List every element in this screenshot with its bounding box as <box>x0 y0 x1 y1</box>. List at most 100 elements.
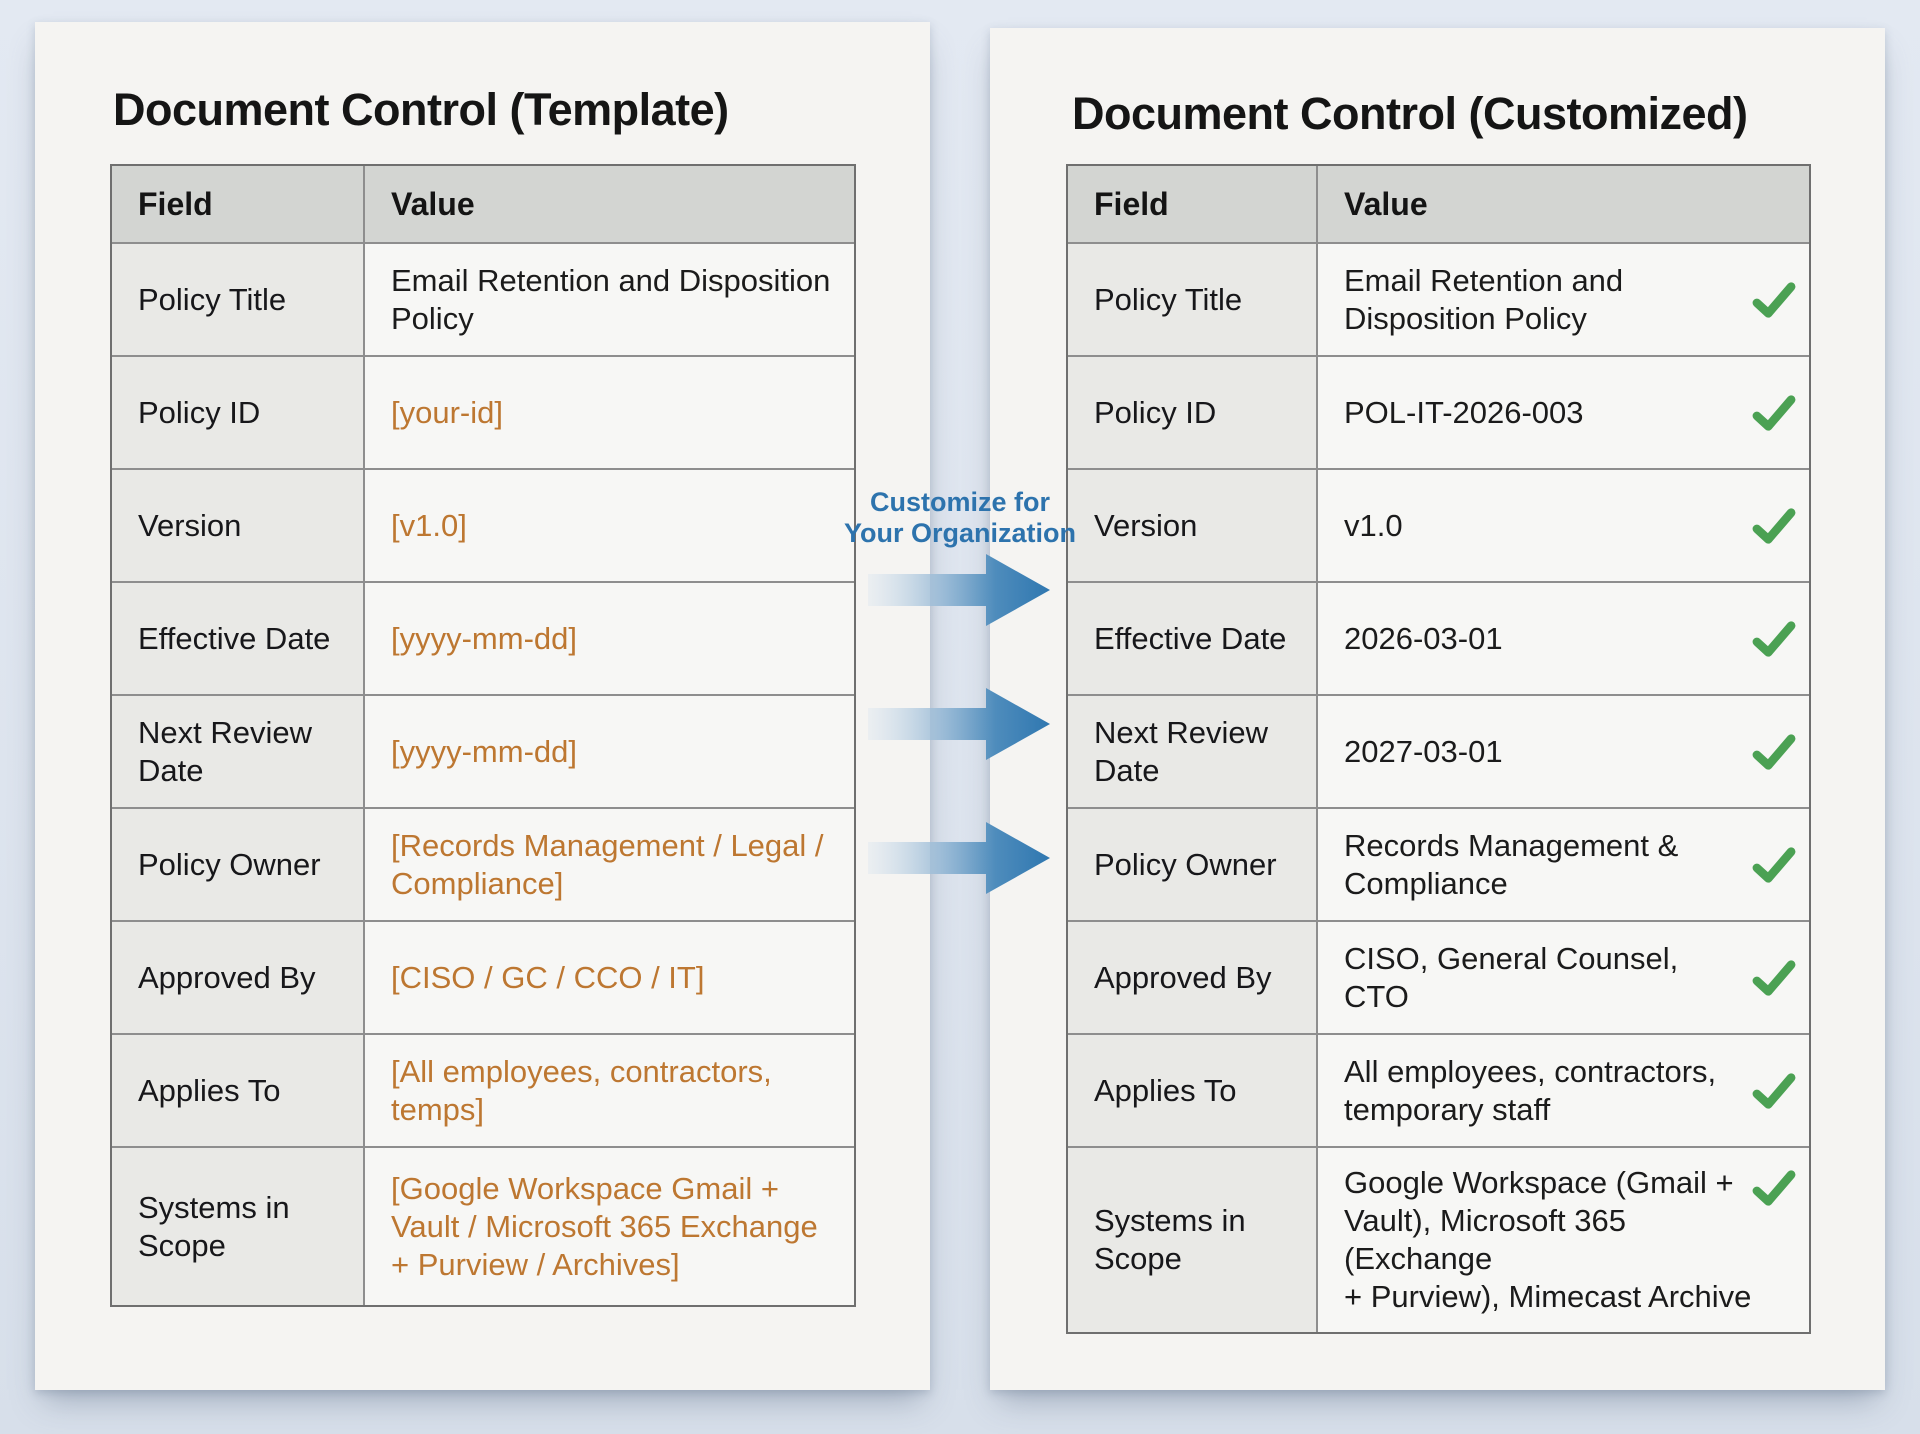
field-cell: Approved By <box>1068 922 1318 1033</box>
check-icon <box>1751 1168 1797 1208</box>
value-text: Records Management & Compliance <box>1344 827 1679 901</box>
table-row: Policy Owner [Records Management / Legal… <box>112 807 854 920</box>
field-label: Policy Owner <box>138 846 321 882</box>
value-text: Email Retention and Disposition Policy <box>1344 262 1624 336</box>
table-row: Effective Date [yyyy-mm-dd] <box>112 581 854 694</box>
table-row: Next Review Date 2027-03-01 <box>1068 694 1809 807</box>
field-label: Approved By <box>138 959 316 995</box>
field-cell: Policy Title <box>112 244 365 355</box>
placeholder-value-text: [CISO / GC / CCO / IT] <box>391 959 705 995</box>
document-control-table-template: Field Value Policy Title Email Retention… <box>110 164 856 1307</box>
field-label: Policy ID <box>1094 394 1217 430</box>
field-label: Policy Title <box>1094 281 1243 317</box>
value-cell: [yyyy-mm-dd] <box>365 696 854 807</box>
placeholder-value-text: [your-id] <box>391 394 503 430</box>
page-title: Document Control (Customized) <box>1072 88 1748 139</box>
table-row: Policy Title Email Retention and Disposi… <box>1068 242 1809 355</box>
field-label: Policy Owner <box>1094 846 1277 882</box>
field-cell: Policy ID <box>1068 357 1318 468</box>
field-cell: Policy Owner <box>1068 809 1318 920</box>
table-row: Effective Date 2026-03-01 <box>1068 581 1809 694</box>
page-title: Document Control (Template) <box>113 84 729 135</box>
field-cell: Policy Owner <box>112 809 365 920</box>
field-label: Next Review Date <box>138 714 312 788</box>
field-cell: Approved By <box>112 922 365 1033</box>
check-icon <box>1739 393 1797 433</box>
field-cell: Next Review Date <box>112 696 365 807</box>
table-row: Next Review Date [yyyy-mm-dd] <box>112 694 854 807</box>
arrow-right-icon <box>868 819 1052 897</box>
value-cell: CISO, General Counsel, CTO <box>1318 922 1809 1033</box>
value-cell: [your-id] <box>365 357 854 468</box>
check-icon <box>1739 280 1797 320</box>
field-cell: Policy ID <box>112 357 365 468</box>
table-header-row: Field Value <box>112 166 854 242</box>
field-cell: Effective Date <box>1068 583 1318 694</box>
value-text: Google Workspace (Gmail + Vault), Micros… <box>1344 1165 1752 1314</box>
value-cell: [Google Workspace Gmail + Vault / Micros… <box>365 1148 854 1305</box>
table-row: Systems in Scope [Google Workspace Gmail… <box>112 1146 854 1305</box>
field-cell: Systems in Scope <box>1068 1148 1318 1332</box>
column-header-value: Value <box>365 166 854 242</box>
field-cell: Effective Date <box>112 583 365 694</box>
connector-label-line1: Customize for <box>869 487 1050 517</box>
column-header-field: Field <box>1068 166 1318 242</box>
table-row: Policy ID [your-id] <box>112 355 854 468</box>
value-cell: [yyyy-mm-dd] <box>365 583 854 694</box>
check-icon <box>1739 845 1797 885</box>
table-row: Systems in Scope Google Workspace (Gmail… <box>1068 1146 1809 1332</box>
customized-page: Document Control (Customized) Field Valu… <box>990 28 1885 1390</box>
table-header-row: Field Value <box>1068 166 1809 242</box>
field-label: Next Review Date <box>1094 714 1268 788</box>
field-cell: Applies To <box>1068 1035 1318 1146</box>
table-row: Applies To [All employees, contractors, … <box>112 1033 854 1146</box>
value-cell: All employees, contractors, temporary st… <box>1318 1035 1809 1146</box>
table-row: Applies To All employees, contractors, t… <box>1068 1033 1809 1146</box>
value-cell: [All employees, contractors, temps] <box>365 1035 854 1146</box>
field-label: Policy ID <box>138 394 261 430</box>
value-cell: POL-IT-2026-003 <box>1318 357 1809 468</box>
field-cell: Policy Title <box>1068 244 1318 355</box>
field-label: Version <box>1094 507 1198 543</box>
value-cell: [CISO / GC / CCO / IT] <box>365 922 854 1033</box>
placeholder-value-text: [Records Management / Legal / Compliance… <box>391 827 824 901</box>
value-cell: 2026-03-01 <box>1318 583 1809 694</box>
placeholder-value-text: [Google Workspace Gmail + Vault / Micros… <box>391 1170 818 1282</box>
value-cell: Email Retention and Disposition Policy <box>365 244 854 355</box>
table-row: Version v1.0 <box>1068 468 1809 581</box>
value-cell: v1.0 <box>1318 470 1809 581</box>
document-control-table-customized: Field Value Policy Title Email Retention… <box>1066 164 1811 1334</box>
table-row: Policy Owner Records Management & Compli… <box>1068 807 1809 920</box>
field-cell: Next Review Date <box>1068 696 1318 807</box>
arrow-right-icon <box>868 685 1052 763</box>
field-cell: Version <box>1068 470 1318 581</box>
table-row: Policy ID POL-IT-2026-003 <box>1068 355 1809 468</box>
field-label: Effective Date <box>138 620 331 656</box>
field-cell: Applies To <box>112 1035 365 1146</box>
value-text: 2027-03-01 <box>1344 733 1503 769</box>
table-row: Approved By CISO, General Counsel, CTO <box>1068 920 1809 1033</box>
value-text: 2026-03-01 <box>1344 620 1503 656</box>
field-label: Systems in Scope <box>1094 1203 1246 1276</box>
field-label: Effective Date <box>1094 620 1287 656</box>
column-header-value: Value <box>1318 166 1809 242</box>
field-label: Systems in Scope <box>138 1189 290 1263</box>
column-header-field: Field <box>112 166 365 242</box>
field-label: Policy Title <box>138 281 287 317</box>
field-cell: Systems in Scope <box>112 1148 365 1305</box>
check-icon <box>1739 506 1797 546</box>
value-cell: Google Workspace (Gmail + Vault), Micros… <box>1318 1148 1809 1332</box>
placeholder-value-text: [yyyy-mm-dd] <box>391 733 577 769</box>
placeholder-value-text: [All employees, contractors, temps] <box>391 1053 772 1127</box>
check-icon <box>1739 732 1797 772</box>
value-text: v1.0 <box>1344 507 1403 543</box>
value-cell: 2027-03-01 <box>1318 696 1809 807</box>
placeholder-value-text: [yyyy-mm-dd] <box>391 620 577 656</box>
value-text: Email Retention and Disposition Policy <box>391 262 831 336</box>
field-label: Applies To <box>138 1072 281 1108</box>
value-text: CISO, General Counsel, CTO <box>1344 940 1679 1014</box>
arrow-right-icon <box>868 551 1052 629</box>
template-page: Document Control (Template) Field Value … <box>35 22 930 1390</box>
check-icon <box>1739 619 1797 659</box>
value-cell: [v1.0] <box>365 470 854 581</box>
